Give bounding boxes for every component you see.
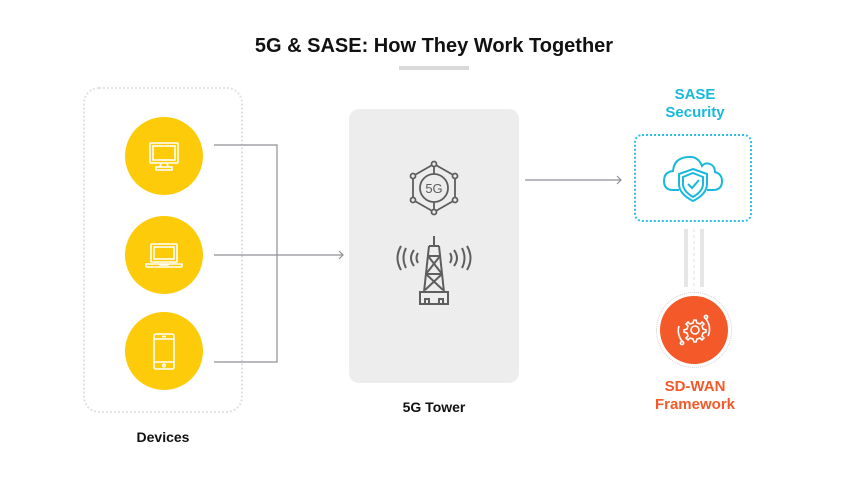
laptop-icon <box>145 243 183 268</box>
5g-network-icon: 5G <box>409 160 459 216</box>
sase-security-box <box>634 134 752 222</box>
device-laptop <box>125 216 203 294</box>
cloud-shield-check-icon <box>662 155 724 203</box>
diagram-title: 5G & SASE: How They Work Together <box>254 35 614 57</box>
devices-group <box>83 87 243 413</box>
sdwan-title-line2: Framework <box>654 396 736 413</box>
gear-orbit-icon <box>677 314 711 346</box>
device-smartphone <box>125 312 203 390</box>
devices-label: Devices <box>136 429 190 445</box>
tower-label: 5G Tower <box>402 399 466 415</box>
sdwan-title: SD-WAN Framework <box>630 378 760 414</box>
sdwan-circle <box>660 296 728 364</box>
sdwan-node <box>656 292 732 368</box>
svg-text:5G: 5G <box>425 181 442 196</box>
smartphone-icon <box>153 333 175 370</box>
cell-tower-icon <box>396 236 472 305</box>
sdwan-title-line1: SD-WAN <box>664 378 726 395</box>
title-underline <box>399 66 469 70</box>
sase-title-line2: Security <box>665 104 725 121</box>
device-desktop <box>125 117 203 195</box>
sase-sdwan-link <box>684 229 704 290</box>
sase-title-line1: SASE <box>674 86 716 103</box>
sase-title: SASE Security <box>630 86 760 122</box>
desktop-monitor-icon <box>149 142 179 171</box>
